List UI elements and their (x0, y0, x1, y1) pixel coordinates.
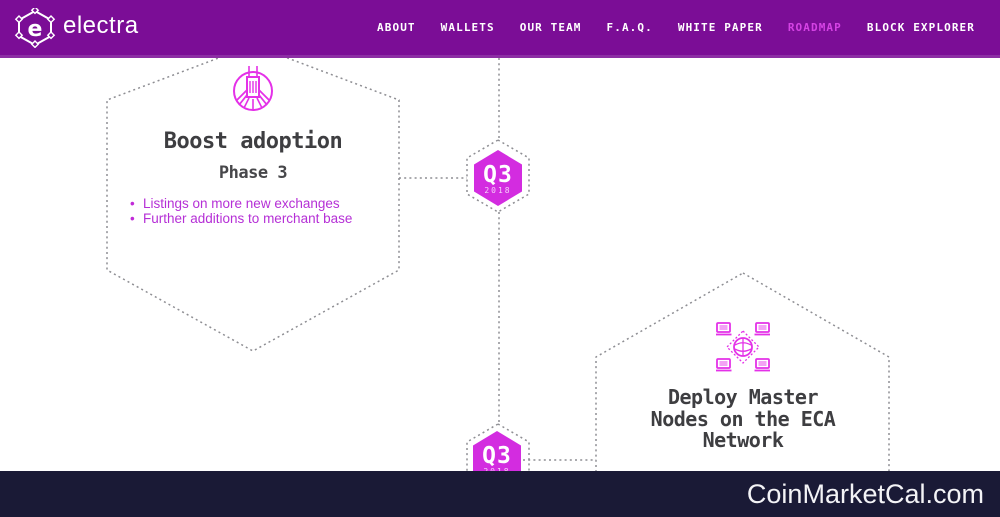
nav-our-team[interactable]: OUR TEAM (519, 21, 582, 34)
left-card-title: Boost adoption (163, 129, 343, 154)
watermark-text: CoinMarketCal.com (746, 478, 984, 509)
right-card-title-line1: Deploy Master (667, 385, 819, 409)
nav-wallets[interactable]: WALLETS (440, 21, 495, 34)
rocket-launch-icon (225, 65, 281, 117)
top-nav-bar: e electra ABOUT WALLETS OUR TEAM F.A.Q. … (0, 0, 1000, 58)
left-hexagon-outline (106, 58, 400, 352)
right-card-title: Deploy Master Nodes on the ECA Network (583, 385, 903, 452)
logo-letter-e: e (28, 17, 43, 42)
roadmap-canvas: Boost adoption Phase 3 Listings on more … (0, 58, 1000, 517)
bullet-item: Further additions to merchant base (128, 211, 408, 227)
milestone-quarter: Q3 (483, 162, 513, 188)
milestone-quarter: Q3 (482, 443, 512, 469)
milestone-year: 2018 (484, 186, 512, 195)
electra-hexagon-logo-icon: e (14, 7, 56, 48)
bullet-item: Listings on more new exchanges (128, 196, 408, 212)
nav-white-paper[interactable]: WHITE PAPER (677, 21, 763, 34)
masternode-network-icon (715, 322, 771, 372)
roadmap-dotted-connectors (106, 58, 890, 517)
logo-text: electra (63, 11, 139, 39)
electra-logo[interactable]: e electra (14, 7, 139, 48)
watermark-bar: CoinMarketCal.com (0, 471, 1000, 517)
left-card-bullet-list: Listings on more new exchanges Further a… (128, 196, 408, 227)
nav-faq[interactable]: F.A.Q. (606, 21, 653, 34)
main-nav: ABOUT WALLETS OUR TEAM F.A.Q. WHITE PAPE… (377, 21, 975, 34)
nav-block-explorer[interactable]: BLOCK EXPLORER (866, 21, 975, 34)
left-card-subtitle: Phase 3 (218, 163, 288, 183)
right-card-title-line3: Network (702, 428, 784, 452)
right-hexagon-outline (595, 272, 890, 517)
nav-about[interactable]: ABOUT (377, 21, 416, 34)
right-card-title-line2: Nodes on the ECA (650, 406, 836, 431)
nav-roadmap[interactable]: ROADMAP (787, 21, 842, 34)
